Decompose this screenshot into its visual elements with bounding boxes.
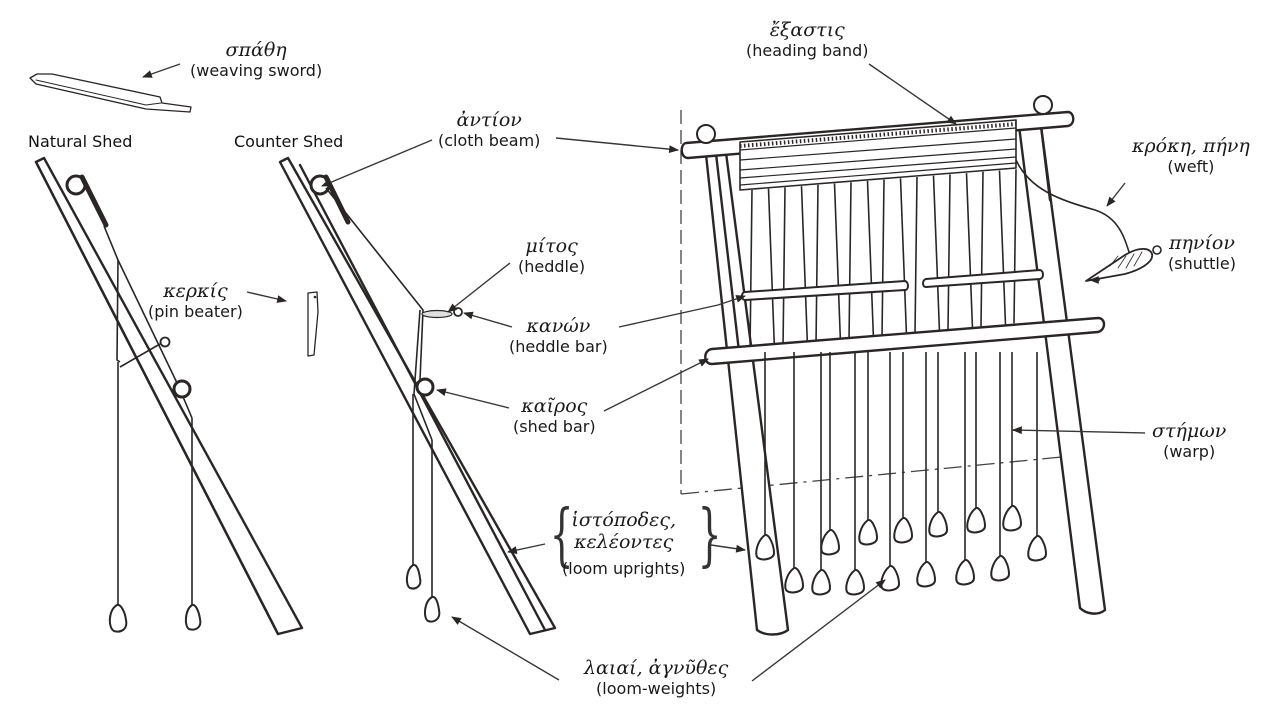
warp-thread [767,188,776,351]
label-warp: στήμων (warp) [1152,420,1227,461]
label-shuttle-english: (shuttle) [1168,253,1236,273]
warp-thread [833,183,842,344]
label-heddle: μίτος (heddle) [518,235,586,276]
loom-weight [966,352,986,534]
pin-beater-drawing [307,291,319,357]
loom-weight [784,352,804,594]
label-weaving-sword-english: (weaving sword) [190,60,323,80]
label-pin-beater-english: (pin beater) [148,301,243,321]
warp-thread [998,170,1007,326]
label-shuttle: πηνίον (shuttle) [1168,232,1236,273]
loom-weight [928,352,948,538]
warp-thread [881,179,885,338]
label-cloth-beam: ἀντίον (cloth beam) [438,109,541,150]
loom-weight [1002,352,1022,532]
warp-thread [932,175,941,333]
label-heddle-bar: κανών (heddle bar) [509,315,608,356]
warp-thread [800,186,809,347]
label-heading-band: ἔξαστις (heading band) [746,19,869,60]
label-cloth-beam-english: (cloth beam) [438,130,541,150]
loom-weight [755,352,775,561]
label-loom-uprights: ἱστόποδες, κελέοντες (loom uprights) [562,509,686,578]
warp-thread [914,176,918,335]
label-loom-weights-greek: λαιαί, ἀγνῦθες [584,657,729,679]
warp-thread [749,189,753,353]
loom-weight [811,352,831,596]
natural-shed-title: Natural Shed [28,132,133,151]
loom-weight [880,352,900,592]
warp-thread [815,184,819,345]
label-weft: κρόκη, πήνη (weft) [1132,135,1250,176]
left-brace: { [549,496,574,575]
warp-thread [980,171,984,327]
loom-weight [955,352,975,586]
loom-weight [990,352,1010,582]
warp-threads [749,169,1017,353]
label-heddle-bar-greek: κανών [526,315,591,337]
label-heddle-english: (heddle) [518,256,586,276]
label-weft-english: (weft) [1167,156,1215,176]
loom-weight [820,352,840,556]
loom-weights-group [755,352,1047,596]
warp-thread [947,174,951,331]
label-shed-bar: καῖρος (shed bar) [513,395,596,436]
label-heddle-bar-english: (heddle bar) [509,336,608,356]
leader-lines [142,63,1146,682]
loom-weight [845,352,865,596]
weaving-sword-drawing [29,73,192,113]
loom-weight [916,352,936,588]
label-shed-bar-greek: καῖρος [521,395,588,417]
label-heading-band-english: (heading band) [746,40,869,60]
label-warp-greek: στήμων [1152,420,1227,442]
label-weaving-sword-greek: σπάθη [225,39,287,61]
warp-thread [899,178,908,336]
loom-weight [1027,352,1047,562]
label-shed-bar-english: (shed bar) [513,416,596,436]
counter-shed-title: Counter Shed [234,132,344,151]
label-heading-band-greek: ἔξαστις [769,19,845,41]
label-loom-uprights-greek-1: ἱστόποδες, [571,509,677,531]
label-loom-weights: λαιαί, ἀγνῦθες (loom-weights) [584,657,729,698]
label-loom-weights-english: (loom-weights) [596,678,717,698]
label-cloth-beam-greek: ἀντίον [456,109,522,131]
warp-thread [848,182,852,342]
counter-shed-drawing [278,156,557,636]
label-heddle-greek: μίτος [525,235,578,257]
front-loom-drawing [680,95,1162,636]
label-pin-beater-greek: κερκίς [163,280,228,302]
warp-thread [965,173,974,329]
warp-thread [1013,169,1017,324]
label-warp-english: (warp) [1163,441,1216,461]
label-weaving-sword: σπάθη (weaving sword) [190,39,323,80]
label-loom-uprights-english: (loom uprights) [562,558,686,578]
label-shuttle-greek: πηνίον [1169,232,1235,254]
right-brace: } [697,496,722,575]
loom-weight [893,352,913,544]
natural-shed-drawing [34,156,304,636]
label-loom-uprights-greek-2: κελέοντες [574,530,674,553]
warp-thread [866,180,875,340]
label-weft-greek: κρόκη, πήνη [1132,135,1250,157]
warp-thread [782,187,786,349]
label-pin-beater: κερκίς (pin beater) [148,280,243,321]
loom-weight [858,352,878,546]
